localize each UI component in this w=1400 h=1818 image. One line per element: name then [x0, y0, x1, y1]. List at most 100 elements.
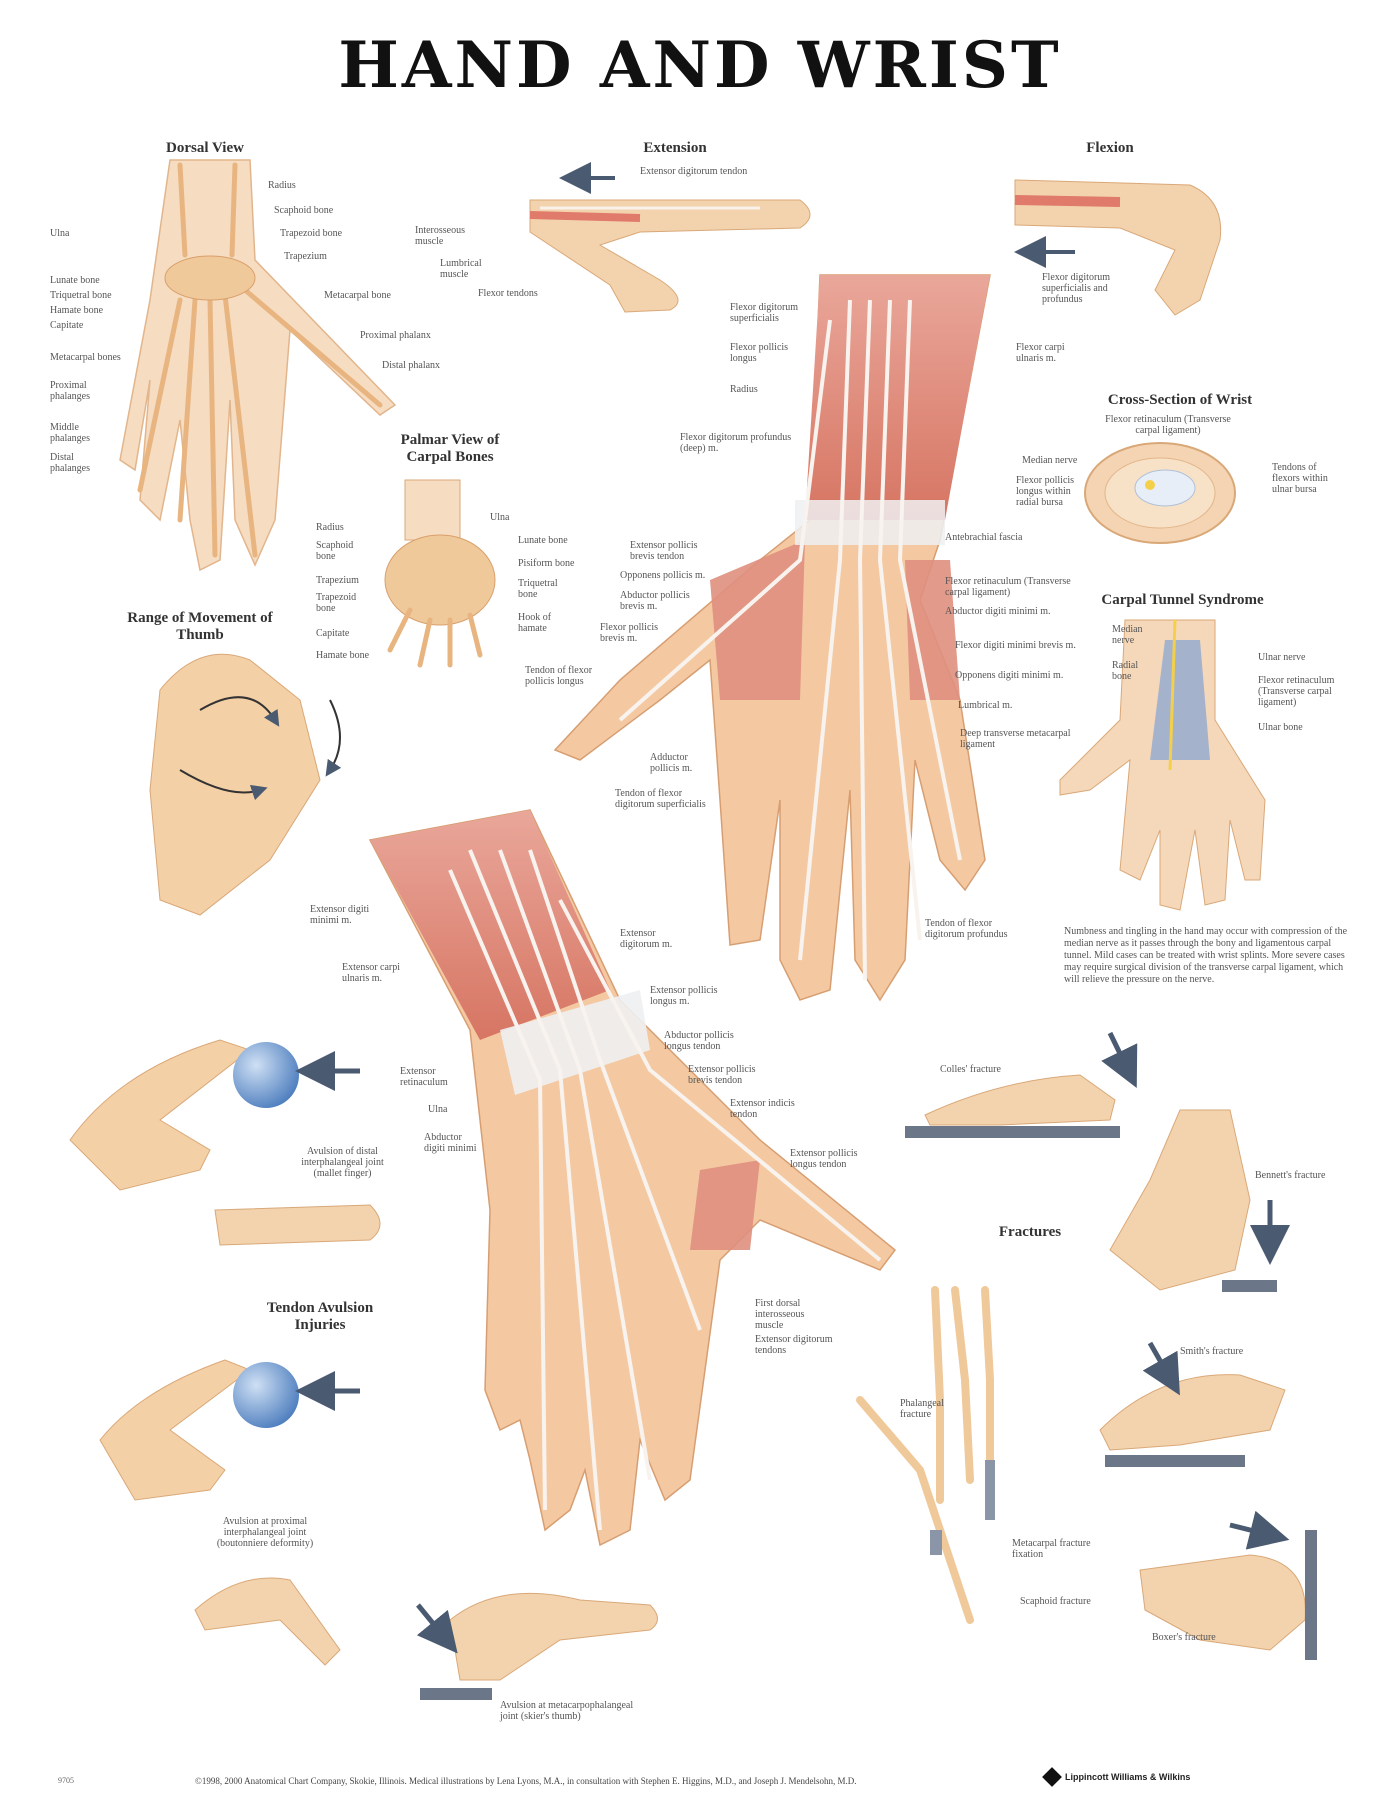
label-palm-tendon-fdp: Tendon of flexor digitorum profundus [925, 918, 1008, 940]
label-extension-flexor-tendons: Flexor tendons [478, 288, 538, 299]
label-palm-fcu: Flexor carpi ulnaris m. [1016, 342, 1065, 364]
label-fracture-bennett: Bennett's fracture [1255, 1170, 1326, 1181]
label-carpal-radius: Radius [316, 522, 344, 533]
label-cs-fpl-within: Flexor pollicis longus within radial bur… [1016, 475, 1075, 508]
label-cs-tendons-ulnar: Tendons of flexors within ulnar bursa [1272, 462, 1328, 495]
label-palm-tendon-fds: Tendon of flexor digitorum superficialis [615, 788, 706, 810]
label-dm-apl-tendon: Abductor pollicis longus tendon [664, 1030, 734, 1052]
label-palm-tendon-fpl: Tendon of flexor pollicis longus [525, 665, 593, 687]
label-cs-flexor-retinaculum: Flexor retinaculum (Transverse carpal li… [1105, 414, 1231, 436]
skiers-thumb-hand [416, 1592, 658, 1700]
label-dorsal-distal-phalanx: Distal phalanx [382, 360, 441, 371]
label-dorsal-lunate: Lunate bone [50, 275, 100, 286]
label-dm-epl: Extensor pollicis longus m. [650, 985, 718, 1007]
label-dm-ed-tendons: Extensor digitorum tendons [755, 1334, 833, 1356]
label-dorsal-ulna: Ulna [50, 228, 70, 239]
label-dm-adm: Abductor digiti minimi [424, 1132, 477, 1154]
label-dorsal-metacarpal-bones: Metacarpal bones [50, 352, 121, 363]
dorsal-view-hand [119, 159, 397, 572]
label-extension-lumbrical: Lumbrical muscle [440, 258, 482, 280]
label-dorsal-triquetral: Triquetral bone [50, 290, 112, 301]
label-dorsal-middle-phalanges: Middle phalanges [50, 422, 90, 444]
label-palm-lumbrical: Lumbrical m. [958, 700, 1013, 711]
label-avulsion-mcp: Avulsion at metacarpophalangeal joint (s… [500, 1700, 634, 1722]
label-dm-epl-tendon: Extensor pollicis longus tendon [790, 1148, 858, 1170]
section-flexion: Flexion [1086, 140, 1134, 156]
wrist-cross-section [1084, 442, 1236, 544]
thumb-movement-hand [149, 653, 342, 916]
label-palm-opponens-pollicis: Opponens pollicis m. [620, 570, 706, 581]
label-carpal-lunate: Lunate bone [518, 535, 568, 546]
label-ct-ulnar-nerve: Ulnar nerve [1258, 652, 1306, 663]
label-ct-median-nerve: Median nerve [1112, 624, 1143, 646]
label-dorsal-scaphoid: Scaphoid bone [274, 205, 334, 216]
label-dorsal-proximal-phalanx: Proximal phalanx [360, 330, 431, 341]
section-carpal-tunnel: Carpal Tunnel Syndrome [1101, 592, 1264, 608]
label-palm-adm: Abductor digiti minimi m. [945, 606, 1051, 617]
label-carpal-pisiform: Pisiform bone [518, 558, 575, 569]
carpal-tunnel-description: Numbness and tingling in the hand may oc… [1064, 926, 1348, 985]
label-extension-extensor-tendon: Extensor digitorum tendon [640, 166, 748, 177]
bennett-fracture-illustration [1109, 1109, 1290, 1292]
smith-fracture-illustration [1099, 1341, 1286, 1467]
label-palm-deep-transverse: Deep transverse metacarpal ligament [960, 728, 1071, 750]
label-palm-fdmb: Flexor digiti minimi brevis m. [955, 640, 1076, 651]
label-carpal-hook-hamate: Hook of hamate [518, 612, 552, 634]
label-avulsion-proximal: Avulsion at proximal interphalangeal joi… [216, 1516, 314, 1549]
label-dm-ulna: Ulna [428, 1104, 448, 1115]
label-fracture-colles: Colles' fracture [940, 1064, 1001, 1075]
label-cs-median-nerve: Median nerve [1022, 455, 1078, 466]
page-title: HAND AND WRIST [338, 28, 1062, 103]
label-ct-flexor-retinaculum: Flexor retinaculum (Transverse carpal li… [1258, 675, 1335, 708]
label-fracture-smith: Smith's fracture [1180, 1346, 1244, 1357]
boxer-fracture-illustration [1139, 1510, 1317, 1660]
label-palm-odm: Opponens digiti minimi m. [955, 670, 1064, 681]
label-dorsal-trapezoid: Trapezoid bone [280, 228, 343, 239]
colles-fracture-illustration [905, 1031, 1138, 1138]
label-dorsal-capitate: Capitate [50, 320, 84, 331]
section-tendon-avulsion: Tendon Avulsion Injuries [266, 1300, 374, 1333]
label-ct-radial-bone: Radial bone [1112, 660, 1139, 682]
ball-grip-hand-1 [69, 1039, 381, 1246]
label-palm-fpl: Flexor pollicis longus [730, 342, 789, 364]
label-palm-epb: Extensor pollicis brevis tendon [630, 540, 698, 562]
carpal-tunnel-hand [1059, 619, 1266, 911]
label-fracture-scaphoid: Scaphoid fracture [1020, 1596, 1091, 1607]
label-dorsal-radius: Radius [268, 180, 296, 191]
label-fracture-metacarpal: Metacarpal fracture fixation [1012, 1538, 1091, 1560]
ball-grip-hand-2 [99, 1359, 360, 1666]
section-fractures: Fractures [998, 1224, 1062, 1240]
label-palm-fds: Flexor digitorum superficialis [730, 302, 799, 324]
copyright-credit: ©1998, 2000 Anatomical Chart Company, Sk… [195, 1776, 857, 1786]
label-palm-flexor-retinaculum: Flexor retinaculum (Transverse carpal li… [945, 576, 1071, 598]
label-ct-ulnar-bone: Ulnar bone [1258, 722, 1303, 733]
skeletal-hand-fracture-illustration [856, 1286, 995, 1624]
publisher-name: Lippincott Williams & Wilkins [1065, 1772, 1191, 1782]
section-cross-section: Cross-Section of Wrist [1107, 392, 1253, 408]
label-carpal-capitate: Capitate [316, 628, 350, 639]
label-palm-fdp: Flexor digitorum profundus (deep) m. [680, 432, 792, 454]
label-carpal-ulna: Ulna [490, 512, 510, 523]
label-dorsal-distal-phalanges: Distal phalanges [50, 452, 90, 474]
chart-code: 9705 [58, 1776, 74, 1785]
label-carpal-hamate: Hamate bone [316, 650, 370, 661]
dorsal-muscle-hand [368, 809, 897, 1547]
label-dorsal-hamate: Hamate bone [50, 305, 104, 316]
label-palm-adductor-pollicis: Adductor pollicis m. [650, 752, 693, 774]
label-dm-eip: Extensor indicis tendon [730, 1098, 795, 1120]
section-thumb-movement: Range of Movement of Thumb [127, 610, 273, 643]
label-dm-extensor-retinaculum: Extensor retinaculum [400, 1066, 448, 1088]
label-carpal-trapezium: Trapezium [316, 575, 359, 586]
label-dm-ed: Extensor digitorum m. [620, 928, 673, 950]
label-palm-antebrachial: Antebrachial fascia [945, 532, 1023, 543]
label-carpal-scaphoid: Scaphoid bone [316, 540, 354, 562]
label-extension-interosseous: Interosseous muscle [415, 225, 465, 247]
label-palm-radius: Radius [730, 384, 758, 395]
label-dm-first-dorsal: First dorsal interosseous muscle [755, 1298, 805, 1331]
label-avulsion-distal: Avulsion of distal interphalangeal joint… [301, 1146, 384, 1179]
label-dorsal-proximal-phalanges: Proximal phalanges [50, 380, 90, 402]
section-extension: Extension [643, 140, 707, 156]
label-fracture-boxer: Boxer's fracture [1152, 1632, 1216, 1643]
label-dorsal-metacarpal-bone: Metacarpal bone [324, 290, 391, 301]
